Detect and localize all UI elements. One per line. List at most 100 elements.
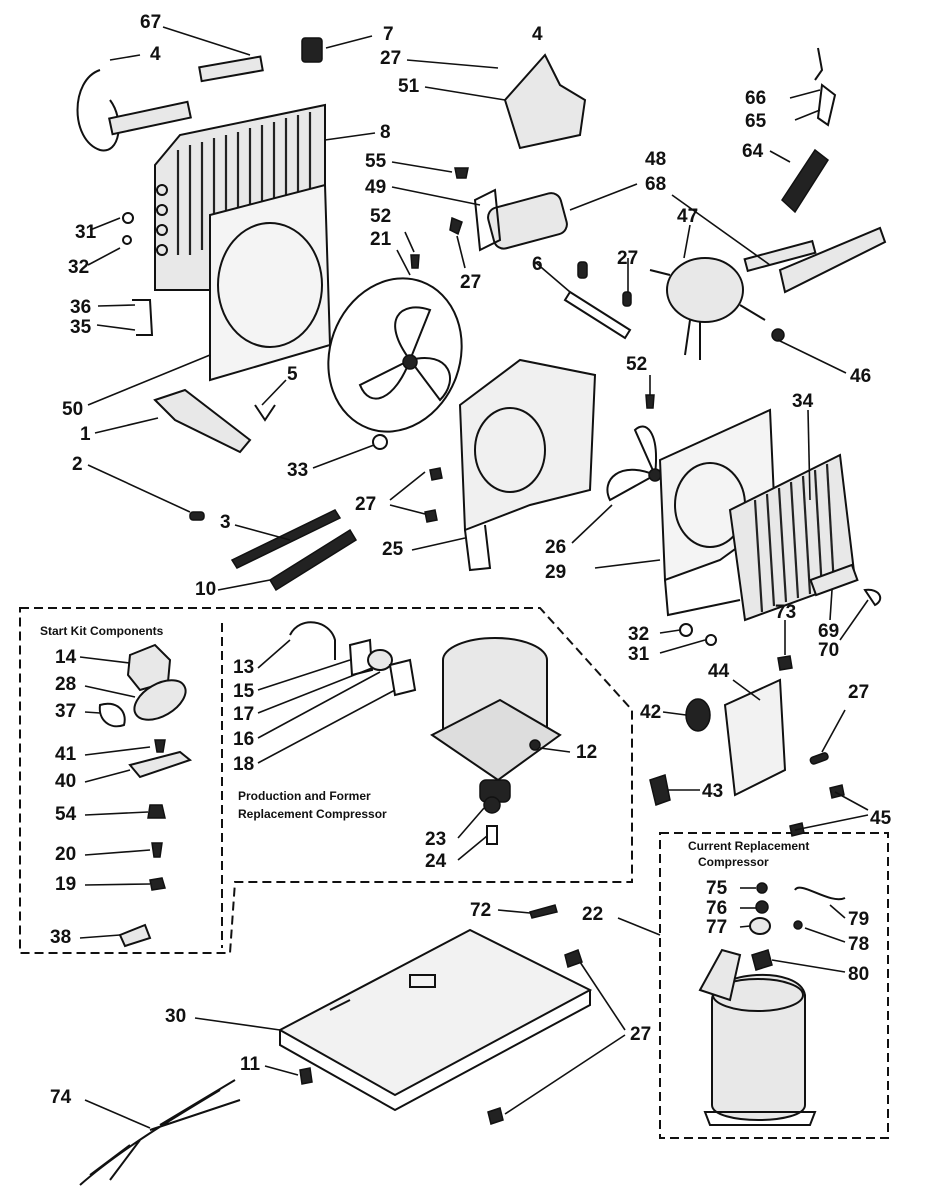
label-22: 22	[582, 904, 603, 925]
grommet-part	[483, 796, 501, 814]
label-5: 5	[287, 364, 298, 385]
label-16: 16	[233, 729, 254, 750]
label-32: 32	[68, 257, 89, 278]
nut-part	[777, 655, 793, 671]
bracket-part	[128, 750, 193, 779]
label-36: 36	[70, 297, 91, 318]
label-44: 44	[708, 661, 730, 682]
label-65: 65	[745, 111, 767, 132]
grommet-part	[793, 920, 803, 930]
capacitor	[473, 188, 568, 252]
start-kit-title: Start Kit Components	[40, 624, 164, 638]
label-14: 14	[55, 647, 77, 668]
terminal-cover	[348, 638, 374, 677]
ring-part	[122, 235, 132, 245]
label-54: 54	[55, 804, 77, 825]
drain-part	[153, 388, 252, 454]
gasket-part	[388, 658, 417, 697]
label-78: 78	[848, 934, 869, 955]
label-74: 74	[50, 1087, 72, 1108]
label-3: 3	[220, 512, 231, 533]
ring-part	[705, 634, 717, 646]
label-27: 27	[617, 248, 638, 269]
pin-part	[622, 291, 632, 307]
label-68: 68	[645, 174, 666, 195]
label-42: 42	[640, 702, 661, 723]
label-7: 7	[383, 24, 394, 45]
label-19: 19	[55, 874, 76, 895]
clip-part	[118, 923, 152, 948]
wire-part	[794, 886, 846, 901]
label-73: 73	[775, 602, 796, 623]
label-37: 37	[55, 701, 76, 722]
label-67: 67	[140, 12, 161, 33]
bushing-part	[372, 434, 388, 450]
label-27: 27	[630, 1024, 651, 1045]
label-25: 25	[382, 539, 404, 560]
label-46: 46	[850, 366, 871, 387]
strap-part	[563, 290, 632, 340]
bulkhead-panel	[458, 358, 597, 572]
label-72: 72	[470, 900, 491, 921]
label-38: 38	[50, 927, 71, 948]
knob-part	[685, 698, 711, 732]
clip-part	[254, 404, 276, 422]
clip-part	[154, 739, 166, 753]
label-33: 33	[287, 460, 308, 481]
production-compressor-title-2: Replacement Compressor	[238, 807, 387, 821]
grommet-part	[756, 882, 768, 894]
screw-part	[564, 949, 583, 968]
clip-part	[649, 774, 671, 806]
label-75: 75	[706, 878, 728, 899]
label-40: 40	[55, 771, 76, 792]
label-35: 35	[70, 317, 92, 338]
screw-part	[449, 216, 463, 236]
bracket-part	[503, 53, 587, 150]
label-21: 21	[370, 229, 392, 250]
clip-part	[863, 588, 882, 607]
label-29: 29	[545, 562, 566, 583]
seal-strip	[809, 563, 859, 597]
part-numbers: 67 4 7 4 27 51 8 66 65 64 55 49 52 21 48…	[50, 12, 892, 1108]
label-80: 80	[848, 964, 869, 985]
seal-strip	[108, 100, 192, 136]
screw-part	[454, 167, 469, 179]
clip-part	[529, 904, 558, 919]
label-18: 18	[233, 754, 254, 775]
screw-part	[151, 842, 163, 858]
foot-part	[299, 1067, 313, 1085]
label-70: 70	[818, 640, 839, 661]
label-26: 26	[545, 537, 566, 558]
label-47: 47	[677, 206, 698, 227]
screw-part	[424, 509, 438, 523]
control-panel	[723, 678, 787, 797]
label-4: 4	[532, 24, 543, 45]
clip-part	[410, 254, 420, 269]
screw-part	[487, 1107, 504, 1125]
label-64: 64	[742, 141, 764, 162]
pin-part	[577, 261, 588, 279]
label-77: 77	[706, 917, 727, 938]
sleeve-part	[486, 825, 498, 845]
start-capacitor	[133, 679, 187, 721]
production-compressor-title: Production and Former	[238, 789, 371, 803]
louver-part	[778, 226, 887, 294]
label-41: 41	[55, 744, 77, 765]
grommet-part	[147, 804, 166, 819]
label-50: 50	[62, 399, 83, 420]
label-13: 13	[233, 657, 254, 678]
label-12: 12	[576, 742, 597, 763]
current-compressor-title-2: Compressor	[698, 855, 769, 869]
pin-part	[809, 752, 829, 765]
start-kit-box	[19, 607, 633, 954]
leader-lines	[79, 26, 869, 1129]
tube-coil	[76, 69, 120, 152]
label-31: 31	[75, 222, 97, 243]
cover-part	[749, 917, 771, 935]
overload-part	[367, 649, 393, 671]
label-20: 20	[55, 844, 76, 865]
current-compressor-box	[659, 832, 889, 1139]
pipe-part	[132, 299, 154, 336]
label-69: 69	[818, 621, 839, 642]
ring-part	[679, 623, 693, 637]
